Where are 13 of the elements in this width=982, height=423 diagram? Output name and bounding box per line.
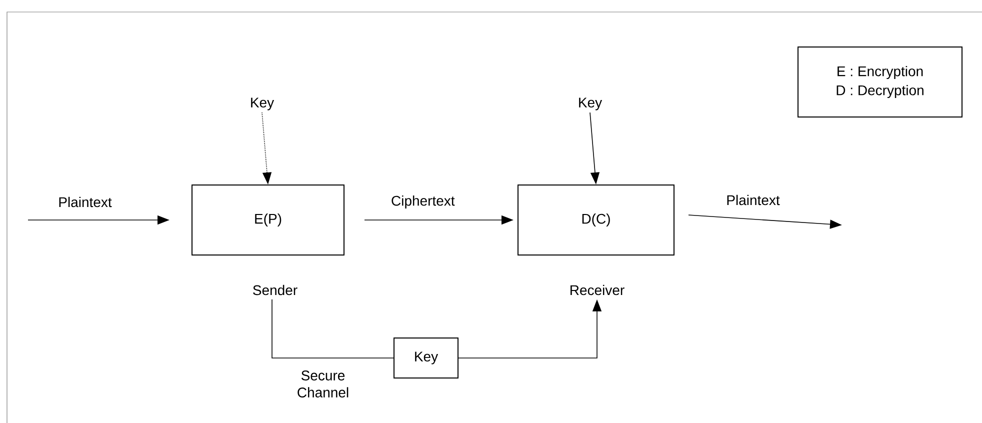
edge-label: Plaintext [59,196,112,208]
process-box: D(C) [518,184,674,256]
edge-label: Plaintext [727,194,780,206]
connector-line [272,298,394,358]
edge-label: Secure Channel [298,370,348,398]
process-box: E(P) [192,184,344,256]
label-text: Sender [253,284,298,296]
key-label: Key [251,98,274,110]
key-label: Key [579,98,602,110]
edge-label: Ciphertext [392,195,455,209]
legend-box: E : Encryption D : Decryption [798,46,962,118]
process-box: Key [394,338,458,378]
label-text: Receiver [570,284,624,296]
